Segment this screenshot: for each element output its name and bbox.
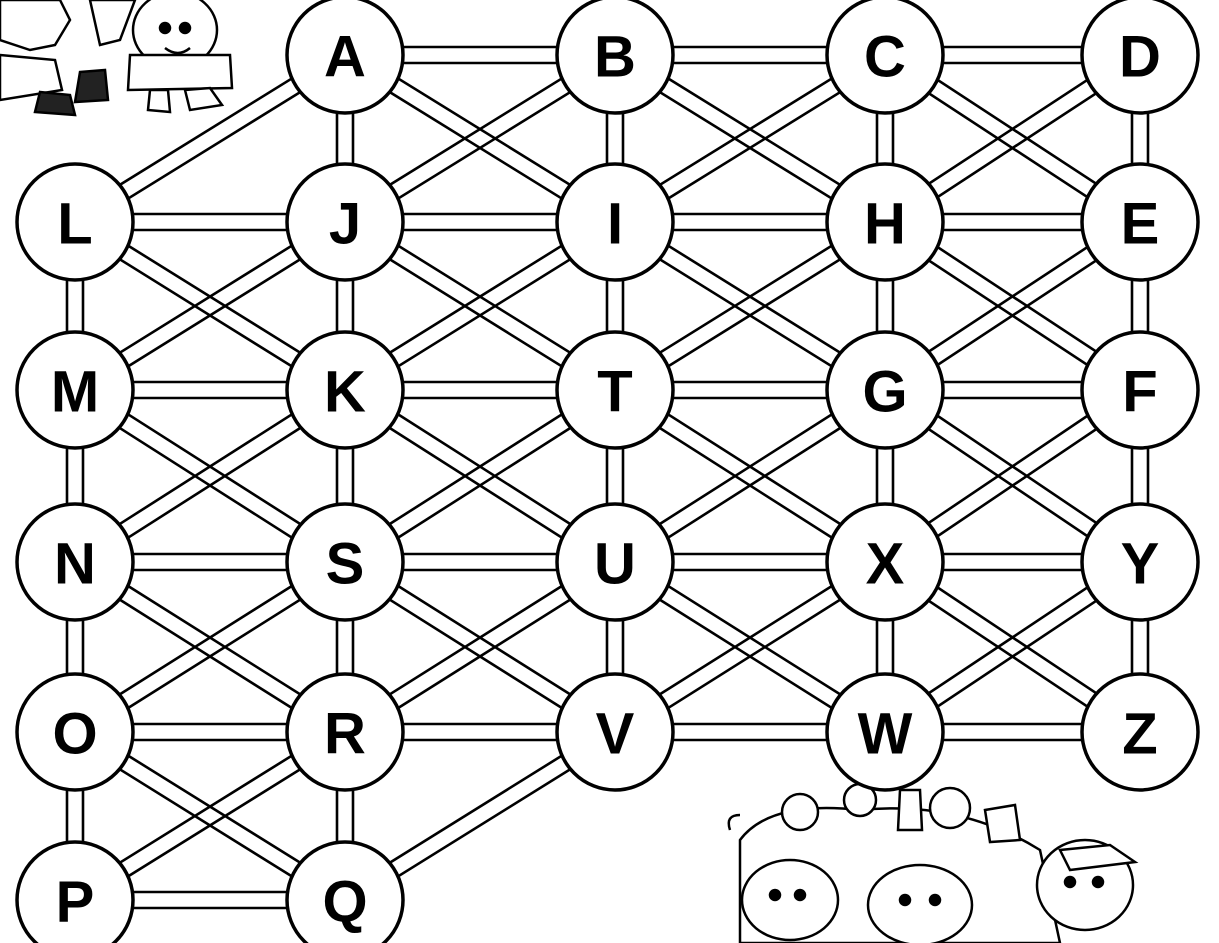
node-letter: V — [596, 702, 635, 767]
node-t[interactable]: T — [557, 332, 673, 448]
children-with-toy-sack-illustration — [729, 784, 1135, 943]
node-s[interactable]: S — [287, 504, 403, 620]
node-letter: D — [1119, 25, 1161, 90]
node-z[interactable]: Z — [1082, 674, 1198, 790]
node-x[interactable]: X — [827, 504, 943, 620]
node-letter: K — [324, 360, 366, 425]
node-letter: H — [864, 192, 906, 257]
node-g[interactable]: G — [827, 332, 943, 448]
node-letter: X — [866, 532, 905, 597]
node-y[interactable]: Y — [1082, 504, 1198, 620]
node-i[interactable]: I — [557, 164, 673, 280]
node-o[interactable]: O — [17, 674, 133, 790]
node-letter: P — [56, 870, 95, 935]
node-v[interactable]: V — [557, 674, 673, 790]
node-letter: Q — [322, 870, 367, 935]
node-letter: B — [594, 25, 636, 90]
node-n[interactable]: N — [17, 504, 133, 620]
node-letter: I — [607, 192, 623, 257]
node-q[interactable]: Q — [287, 842, 403, 943]
node-a[interactable]: A — [287, 0, 403, 113]
node-letter: T — [597, 360, 632, 425]
node-j[interactable]: J — [287, 164, 403, 280]
node-p[interactable]: P — [17, 842, 133, 943]
node-h[interactable]: H — [827, 164, 943, 280]
node-w[interactable]: W — [827, 674, 943, 790]
node-b[interactable]: B — [557, 0, 673, 113]
node-letter: N — [54, 532, 96, 597]
node-letter: W — [858, 702, 913, 767]
node-d[interactable]: D — [1082, 0, 1198, 113]
node-letter: Z — [1122, 702, 1157, 767]
node-k[interactable]: K — [287, 332, 403, 448]
node-letter: M — [51, 360, 99, 425]
node-m[interactable]: M — [17, 332, 133, 448]
node-letter: C — [864, 25, 906, 90]
node-letter: L — [57, 192, 92, 257]
node-c[interactable]: C — [827, 0, 943, 113]
node-letter: Y — [1121, 532, 1160, 597]
children-running-illustration — [0, 0, 232, 115]
node-letter: S — [326, 532, 365, 597]
node-letter: G — [862, 360, 907, 425]
node-letter: U — [594, 532, 636, 597]
node-l[interactable]: L — [17, 164, 133, 280]
node-letter: E — [1121, 192, 1160, 257]
node-u[interactable]: U — [557, 504, 673, 620]
node-r[interactable]: R — [287, 674, 403, 790]
node-letter: R — [324, 702, 366, 767]
node-letter: J — [329, 192, 361, 257]
node-e[interactable]: E — [1082, 164, 1198, 280]
node-letter: O — [52, 702, 97, 767]
node-f[interactable]: F — [1082, 332, 1198, 448]
node-letter: F — [1122, 360, 1157, 425]
node-letter: A — [324, 25, 366, 90]
